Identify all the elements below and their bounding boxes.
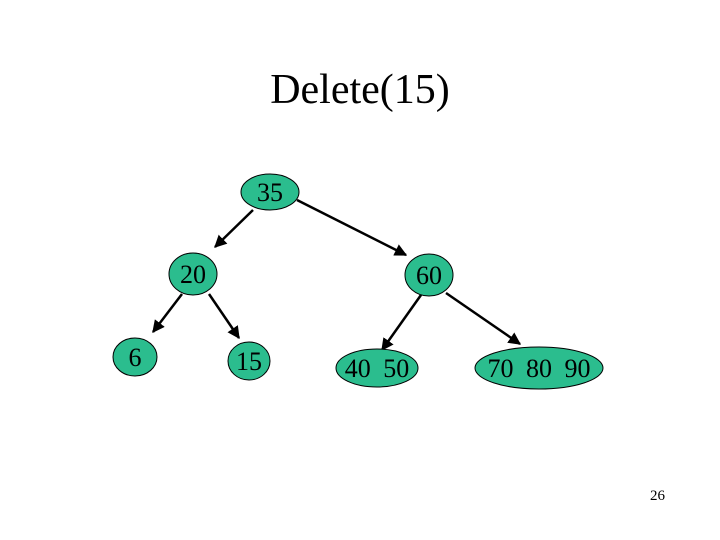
tree-node-20-label: 20: [180, 260, 206, 289]
tree-node-60: [404, 253, 454, 297]
tree-node-15: [227, 341, 271, 381]
edge-60-40-50: [380, 294, 423, 352]
tree-edges: [152, 198, 522, 352]
edge-20-15: [207, 293, 241, 340]
tree-node-6: [112, 337, 158, 377]
tree-node-20: [168, 252, 218, 296]
tree-node-15-label: 15: [236, 347, 262, 376]
tree-node-70-80-90-label: 70 80 90: [488, 354, 591, 383]
edge-60-70-80-90: [445, 291, 522, 346]
page-number: 26: [650, 488, 665, 504]
tree-node-6-label: 6: [129, 343, 142, 372]
tree-node-35-label: 35: [257, 178, 283, 207]
tree-node-60-label: 60: [416, 261, 442, 290]
tree-node-35: [240, 173, 300, 211]
slide-title: Delete(15): [270, 67, 450, 113]
tree-node-40-50-label: 40 50: [345, 354, 410, 383]
tree-node-70-80-90: [474, 346, 604, 390]
edge-35-60: [296, 198, 408, 257]
tree-node-labels: 35 20 60 6 15 40 50 70 80 90: [129, 178, 591, 383]
tree-nodes: [112, 173, 604, 390]
edge-35-20: [214, 209, 254, 248]
edge-20-6: [152, 293, 183, 333]
tree-node-40-50: [335, 348, 419, 388]
